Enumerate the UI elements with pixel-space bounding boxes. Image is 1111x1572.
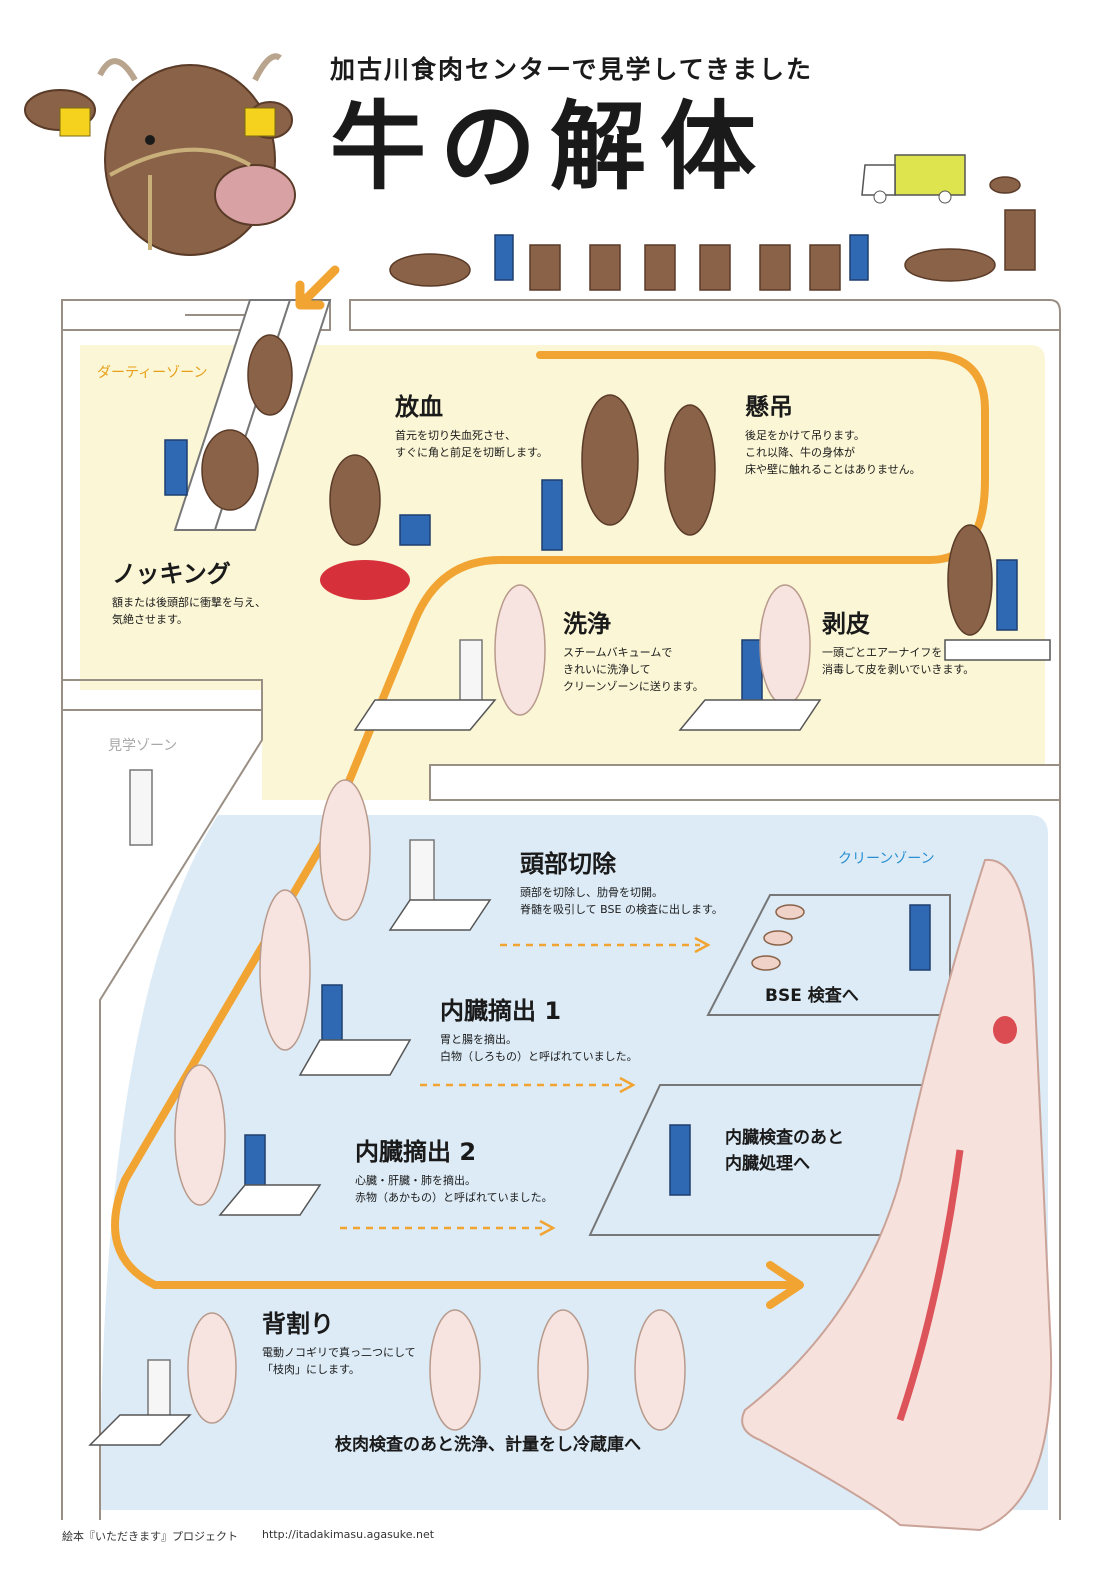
step-washing-desc: スチームバキュームで きれいに洗浄して クリーンゾーンに送ります。	[563, 644, 704, 695]
step-knocking-desc-line: 気絶させます。	[112, 613, 188, 626]
step-splitting-desc-line: 「枝肉」にします。	[262, 1363, 360, 1376]
carcasses	[174, 584, 811, 1431]
step-organs-1-title: 内臓摘出 1	[440, 997, 562, 1025]
step-organs-1-desc-line: 白物（しろもの）と呼ばれていました。	[440, 1050, 638, 1063]
footer-url[interactable]: http://itadakimasu.agasuke.net	[262, 1528, 435, 1541]
organ-processing-destination: 内臓検査のあと 内臓処理へ	[725, 1125, 844, 1177]
page-title: 牛の解体	[330, 91, 770, 203]
step-bleeding-desc: 首元を切り失血死させ、 すぐに角と前足を切断します。	[395, 427, 548, 461]
step-knocking-desc: 額または後頭部に衝撃を与え、 気絶させます。	[112, 594, 266, 628]
step-skinning-desc: 一頭ごとエアーナイフを 消毒して皮を剥いでいきます。	[822, 644, 974, 678]
step-washing: 洗浄 スチームバキュームで きれいに洗浄して クリーンゾーンに送ります。	[563, 610, 704, 695]
step-splitting: 背割り 電動ノコギリで真っ二つにして 「枝肉」にします。	[262, 1310, 416, 1378]
step-splitting-title: 背割り	[262, 1310, 334, 1338]
truck	[861, 154, 966, 204]
organ-processing-line: 内臓検査のあと	[725, 1128, 844, 1148]
step-skinning: 剥皮 一頭ごとエアーナイフを 消毒して皮を剥いでいきます。	[822, 610, 974, 678]
step-splitting-desc-line: 電動ノコギリで真っ二つにして	[262, 1346, 416, 1359]
big-carcass	[741, 858, 1053, 1532]
footer-project: 絵本『いただきます』プロジェクト	[62, 1530, 238, 1543]
step-organs-2-desc-line: 心臓・肝臓・肺を摘出。	[355, 1174, 476, 1187]
step-knocking: ノッキング 額または後頭部に衝撃を与え、 気絶させます。	[112, 560, 266, 628]
step-head-removal-desc: 頭部を切除し、肋骨を切開。 脊髄を吸引して BSE の検査に出します。	[520, 884, 723, 918]
step-organs-2: 内臓摘出 2 心臓・肝臓・肺を摘出。 赤物（あかもの）と呼ばれていました。	[355, 1138, 553, 1206]
step-head-removal-desc-line: 頭部を切除し、肋骨を切開。	[520, 886, 663, 899]
dashed-arrows	[340, 943, 700, 1230]
hanging-cattle	[201, 334, 993, 636]
step-head-removal: 頭部切除 頭部を切除し、肋骨を切開。 脊髄を吸引して BSE の検査に出します。	[520, 850, 723, 918]
step-washing-desc-line: きれいに洗浄して	[563, 663, 651, 676]
step-skinning-title: 剥皮	[822, 610, 870, 638]
organ-processing-line: 内臓処理へ	[725, 1154, 810, 1174]
step-bleeding-desc-line: 首元を切り失血死させ、	[395, 429, 516, 442]
work-tables	[88, 639, 1051, 1446]
cow-head-illustration	[24, 53, 296, 256]
step-knocking-title: ノッキング	[112, 560, 231, 588]
workers-white-coat	[129, 639, 483, 1431]
step-hanging: 懸吊 後足をかけて吊ります。 これ以降、牛の身体が 床や壁に触れることはありませ…	[745, 393, 921, 478]
bse-destination: BSE 検査へ	[765, 986, 859, 1006]
conveyor-end-arrow	[766, 1261, 804, 1309]
step-organs-2-desc-line: 赤物（あかもの）と呼ばれていました。	[355, 1191, 553, 1204]
bse-samples	[751, 904, 805, 971]
cattle-row	[389, 176, 1036, 291]
step-organs-1: 内臓摘出 1 胃と腸を摘出。 白物（しろもの）と呼ばれていました。	[440, 997, 638, 1065]
step-washing-title: 洗浄	[563, 610, 611, 638]
step-organs-2-desc: 心臓・肝臓・肺を摘出。 赤物（あかもの）と呼ばれていました。	[355, 1172, 553, 1206]
blood-pool	[320, 560, 410, 600]
step-hanging-desc: 後足をかけて吊ります。 これ以降、牛の身体が 床や壁に触れることはありません。	[745, 427, 921, 478]
step-hanging-desc-line: 後足をかけて吊ります。	[745, 429, 865, 442]
step-head-removal-title: 頭部切除	[520, 850, 616, 878]
page-subtitle: 加古川食肉センターで見学してきました	[330, 55, 814, 84]
entry-arrow	[295, 265, 340, 310]
carcass-destination: 枝肉検査のあと洗浄、計量をし冷蔵庫へ	[335, 1435, 641, 1455]
step-skinning-desc-line: 消毒して皮を剥いでいきます。	[822, 663, 975, 676]
step-head-removal-desc-line: 脊髄を吸引して BSE の検査に出します。	[520, 903, 723, 916]
step-organs-2-title: 内臓摘出 2	[355, 1138, 477, 1166]
step-bleeding: 放血 首元を切り失血死させ、 すぐに角と前足を切断します。	[395, 393, 548, 461]
step-skinning-desc-line: 一頭ごとエアーナイフを	[822, 646, 943, 659]
conveyor-track	[111, 351, 989, 1289]
step-splitting-desc: 電動ノコギリで真っ二つにして 「枝肉」にします。	[262, 1344, 416, 1378]
step-washing-desc-line: クリーンゾーンに送ります。	[563, 680, 704, 693]
step-bleeding-title: 放血	[395, 393, 443, 421]
dirty-zone-label: ダーティーゾーン	[97, 365, 208, 381]
step-hanging-desc-line: 床や壁に触れることはありません。	[745, 463, 921, 476]
step-hanging-desc-line: これ以降、牛の身体が	[745, 446, 855, 459]
step-hanging-title: 懸吊	[745, 393, 793, 421]
visitor-zone-label: 見学ゾーン	[108, 738, 178, 754]
step-knocking-desc-line: 額または後頭部に衝撃を与え、	[112, 596, 266, 609]
step-washing-desc-line: スチームバキュームで	[563, 646, 673, 659]
step-organs-1-desc: 胃と腸を摘出。 白物（しろもの）と呼ばれていました。	[440, 1031, 638, 1065]
clean-zone-label: クリーンゾーン	[838, 851, 935, 867]
step-bleeding-desc-line: すぐに角と前足を切断します。	[395, 446, 548, 459]
step-organs-1-desc-line: 胃と腸を摘出。	[440, 1033, 517, 1046]
